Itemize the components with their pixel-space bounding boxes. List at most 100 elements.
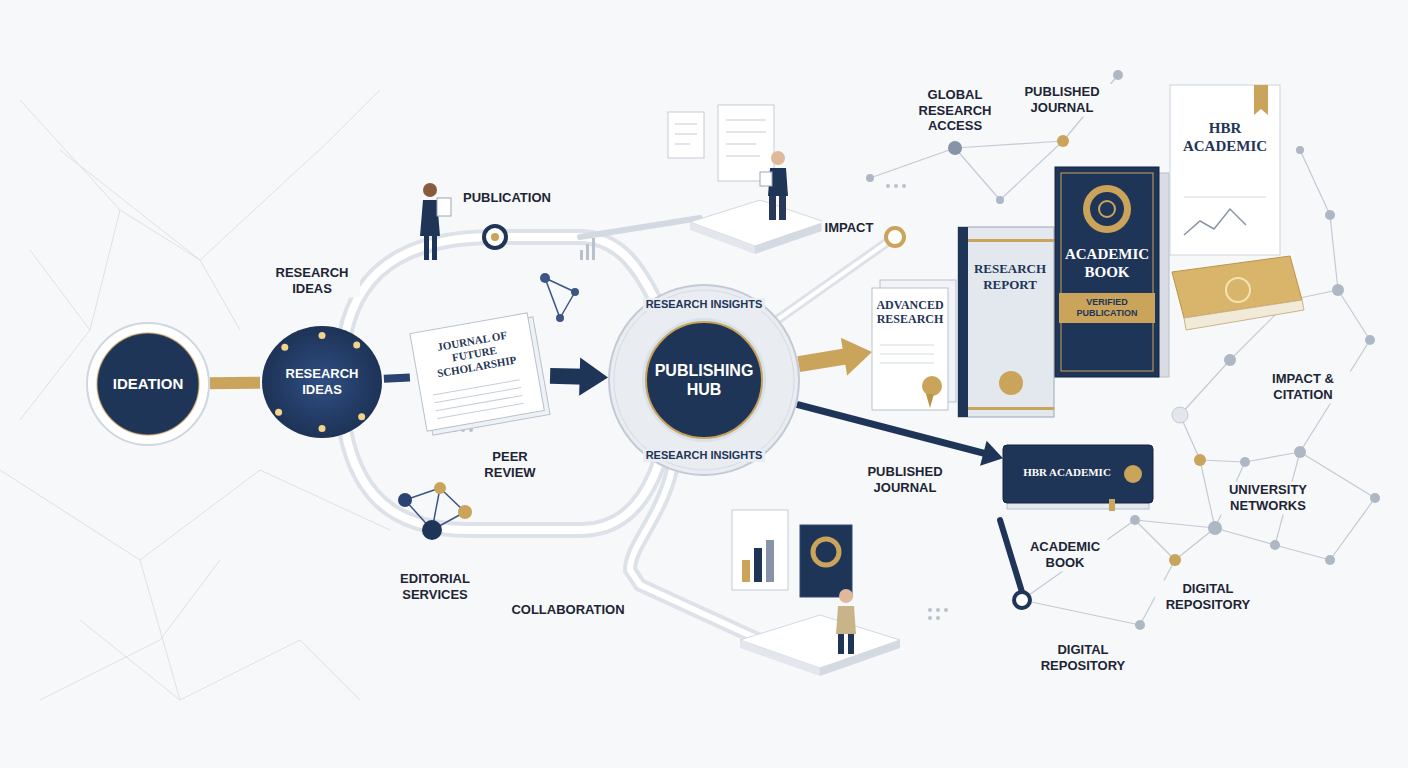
flow-label: DIGITAL REPOSITORY (1030, 641, 1136, 674)
node-text: RESEARCH IDEAS (280, 366, 364, 397)
golden-book-emblem (1226, 278, 1250, 302)
person-leg (424, 236, 429, 260)
network-dot (1194, 454, 1206, 466)
network-dot (1130, 515, 1140, 525)
bg-line (0, 470, 390, 560)
repository-dot (1014, 592, 1030, 608)
seal (922, 376, 942, 396)
network-line (560, 292, 575, 318)
network-dot (1169, 554, 1181, 566)
repository-link (1000, 520, 1022, 592)
network-line (1180, 360, 1230, 415)
network-dot (1332, 284, 1344, 296)
text-line (434, 388, 521, 403)
bg-line (80, 620, 360, 700)
network-dot (434, 482, 446, 494)
dot-grid (902, 184, 906, 188)
monitor (718, 105, 774, 181)
node-text: HBR ACADEMIC (1023, 466, 1111, 479)
book-cover (1003, 445, 1153, 503)
text-line (436, 395, 523, 410)
network-dot (1296, 146, 1304, 154)
monitor-line (726, 156, 760, 157)
network-dot (556, 314, 564, 322)
seal (999, 371, 1023, 395)
tablet (760, 172, 772, 186)
platform (740, 615, 900, 668)
dot-grid (936, 608, 940, 612)
person-body (836, 606, 856, 634)
report-cover (958, 227, 1054, 417)
network-dot (1057, 135, 1069, 147)
network-dot (540, 273, 550, 283)
bg-line (20, 100, 120, 330)
network-line (1330, 215, 1338, 290)
network-dot (571, 288, 579, 296)
idea-cluster: RESEARCH IDEAS (260, 324, 384, 440)
arrow-head (980, 441, 1003, 466)
person-head (839, 589, 853, 603)
inner-disc (97, 333, 199, 435)
network-dot (398, 493, 412, 507)
flow-label: PUBLICATION (460, 189, 554, 207)
network-line (1275, 545, 1330, 560)
tube-core (345, 430, 660, 530)
journal-paper: JOURNAL OF FUTURE SCHOLARSHIP (410, 312, 550, 436)
platform (755, 222, 825, 254)
start-circle: IDEATION (86, 322, 210, 446)
bg-line (120, 210, 240, 330)
network-line (1200, 460, 1215, 528)
network-dot (1113, 70, 1123, 80)
dot-grid (928, 616, 932, 620)
network-dot (1224, 354, 1236, 366)
bookmark (1109, 499, 1115, 511)
network-line (1175, 528, 1215, 560)
network-dot (1172, 407, 1188, 423)
connector-line (799, 356, 850, 364)
network-line (1135, 520, 1215, 528)
junction-dot (886, 228, 904, 246)
gold-stripe (968, 239, 1054, 242)
hub-circle: RESEARCH INSIGHTSPUBLISHING HUBRESEARCH … (608, 284, 800, 476)
flow-label: PEER REVIEW (472, 448, 548, 481)
flow-connector (210, 382, 260, 384)
flow-connector (384, 378, 410, 379)
connector-line (210, 377, 260, 390)
hub-core (646, 322, 762, 438)
arrow-head (579, 357, 608, 395)
junction-dot (491, 233, 499, 241)
network-dot (866, 174, 874, 182)
platform (820, 640, 900, 676)
network-dot (1270, 540, 1280, 550)
network-dot (948, 141, 962, 155)
text-line (433, 380, 520, 395)
flow-label: GLOBAL RESEARCH ACCESS (912, 86, 998, 135)
ribbon (1254, 85, 1268, 115)
flow-label: UNIVERSITY NETWORKS (1215, 481, 1321, 514)
tube (345, 430, 660, 530)
platform (690, 200, 825, 246)
small-book: HBR ACADEMIC (1003, 445, 1153, 511)
tube (770, 243, 886, 325)
flow-label: PUBLISHED JOURNAL (1012, 83, 1113, 116)
node-text: PUBLISHING HUB (654, 361, 754, 399)
network-dot (422, 520, 442, 540)
node-text: RESEARCH REPORT (972, 261, 1048, 292)
gold-ring (97, 333, 199, 435)
flow-connector (550, 357, 608, 395)
flow-label: IMPACT (822, 219, 877, 237)
gold-stripe (968, 407, 1054, 410)
network-dot (1365, 335, 1375, 345)
flow-label: DIGITAL REPOSITORY (1155, 580, 1261, 613)
network-dot (1325, 210, 1335, 220)
golden-book-pages (1184, 300, 1304, 330)
text-line (437, 403, 524, 418)
network-line (1300, 150, 1330, 215)
seal-ribbon (926, 394, 934, 408)
network-line (1245, 452, 1300, 462)
node-text: HBR ACADEMIC (1182, 119, 1268, 155)
network-line (1200, 460, 1245, 462)
emblem (1083, 185, 1131, 233)
